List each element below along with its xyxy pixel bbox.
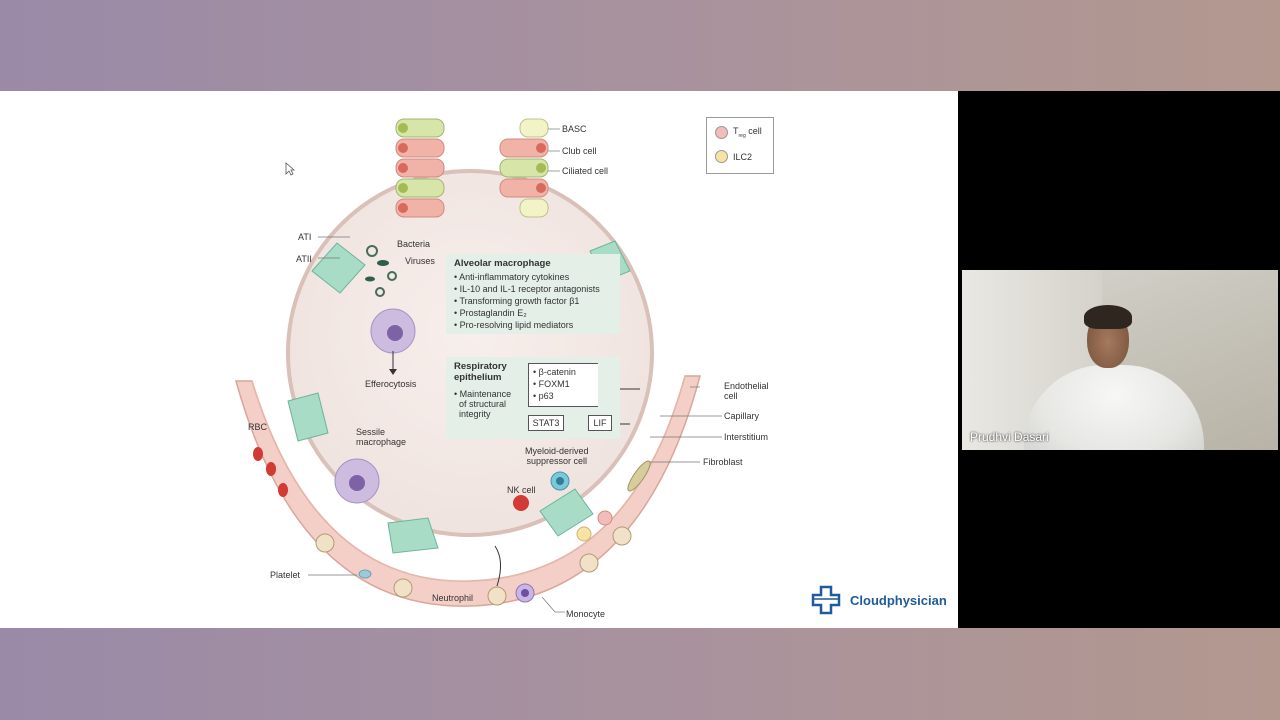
cloudphysician-logo: Cloudphysician bbox=[808, 585, 947, 615]
label-efferocytosis: Efferocytosis bbox=[365, 379, 417, 389]
participant-name: Prudhvi Dasari bbox=[970, 430, 1049, 444]
airway-right bbox=[499, 118, 549, 218]
label-sessile-macrophage: Sessile macrophage bbox=[356, 427, 407, 448]
label-atii: ATII bbox=[296, 254, 312, 264]
respiratory-epithelium-title: Respiratory epithelium bbox=[454, 361, 507, 383]
legend-label-ilc2: ILC2 bbox=[733, 151, 753, 162]
legend-item-treg: Treg cell bbox=[715, 126, 762, 139]
label-endothelial-cell: Endothelial cell bbox=[724, 381, 769, 402]
label-neutrophil: Neutrophil bbox=[432, 593, 474, 603]
label-myeloid-suppressor-cell: Myeloid-derived suppressor cell bbox=[525, 446, 589, 467]
alveolar-macrophage-item: • Anti-inflammatory cytokines bbox=[454, 272, 570, 282]
marker-list: • β-catenin • FOXM1 • p63 bbox=[528, 363, 598, 407]
label-bacteria: Bacteria bbox=[397, 239, 431, 249]
bottom-background-band bbox=[0, 628, 1280, 720]
logo-text: Cloudphysician bbox=[850, 592, 947, 608]
label-monocyte: Monocyte bbox=[566, 609, 606, 619]
alveolar-macrophage-box: Alveolar macrophage • Anti-inflammatory … bbox=[446, 254, 620, 334]
legend-item-ilc2: ILC2 bbox=[715, 150, 752, 163]
label-platelet: Platelet bbox=[270, 570, 301, 580]
label-nk-cell: NK cell bbox=[507, 485, 536, 495]
top-background-band bbox=[0, 0, 1280, 91]
alveolar-macrophage-item: • Transforming growth factor β1 bbox=[454, 296, 580, 306]
lif-box: LIF bbox=[588, 415, 612, 431]
label-capillary: Capillary bbox=[724, 411, 760, 421]
alveolar-macrophage-item: • Pro-resolving lipid mediators bbox=[454, 320, 574, 330]
label-ati: ATI bbox=[298, 232, 312, 242]
ilc2-swatch bbox=[715, 150, 728, 163]
label-interstitium: Interstitium bbox=[724, 432, 769, 442]
alveolar-macrophage-item: • IL-10 and IL-1 receptor antagonists bbox=[454, 284, 600, 294]
respiratory-epithelium-box: Respiratory epithelium • Maintenance of … bbox=[446, 357, 620, 439]
airway-left bbox=[395, 118, 445, 218]
webcam-video-tile[interactable]: Prudhvi Dasari bbox=[962, 270, 1278, 450]
participant-hair bbox=[1084, 305, 1132, 329]
legend-label-treg: Treg cell bbox=[733, 126, 762, 139]
label-basc: BASC bbox=[562, 124, 587, 134]
treg-swatch bbox=[715, 126, 728, 139]
label-rbc: RBC bbox=[248, 422, 268, 432]
alveolar-macrophage-title: Alveolar macrophage bbox=[454, 258, 551, 269]
legend: Treg cell ILC2 bbox=[706, 117, 774, 174]
cloudphysician-logo-icon bbox=[811, 585, 841, 615]
stat3-box: STAT3 bbox=[528, 415, 564, 431]
label-club-cell: Club cell bbox=[562, 146, 597, 156]
label-ciliated-cell: Ciliated cell bbox=[562, 166, 609, 176]
mouse-cursor-icon bbox=[285, 162, 295, 176]
label-fibroblast: Fibroblast bbox=[703, 457, 743, 467]
marker-item: • FOXM1 bbox=[533, 379, 570, 389]
marker-item: • p63 bbox=[533, 391, 554, 401]
label-viruses: Viruses bbox=[405, 256, 435, 266]
presentation-slide: Treg cell ILC2 BASC Club cell Ciliated c… bbox=[0, 91, 958, 628]
marker-item: • β-catenin bbox=[533, 367, 576, 377]
respiratory-epithelium-item: • Maintenance of structural integrity bbox=[454, 389, 512, 419]
alveolar-macrophage-item: • Prostaglandin E₂ bbox=[454, 308, 527, 318]
